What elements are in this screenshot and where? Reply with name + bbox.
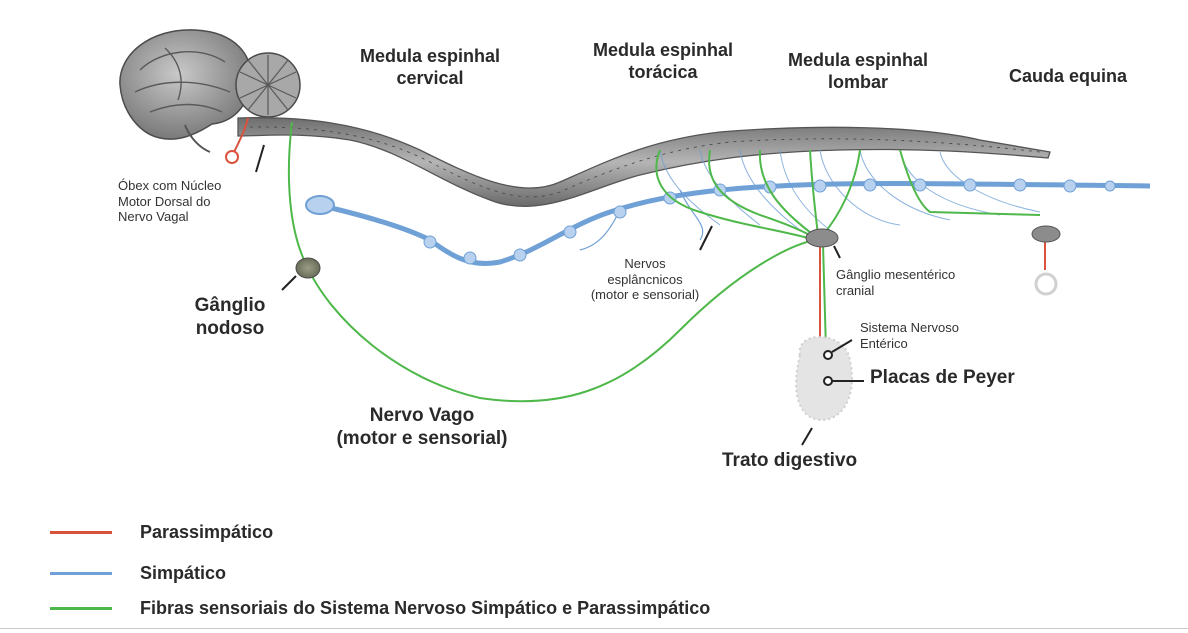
caudal-ganglion [1032, 226, 1060, 242]
label-vagus-nerve: Nervo Vago (motor e sensorial) [312, 405, 532, 451]
label-lumbar: Medula espinhal lombar [758, 50, 958, 93]
obex-nucleus-marker [226, 151, 238, 163]
legend-label: Simpático [140, 563, 226, 584]
spinal-cord [238, 118, 1050, 207]
legend-swatch-sympathetic [50, 572, 112, 575]
peyer-marker [824, 377, 832, 385]
label-splanchnic-nerves: Nervos esplâncnicos (motor e sensorial) [560, 256, 730, 303]
legend-label: Parassimpático [140, 522, 273, 543]
nodose-ganglion [296, 258, 320, 278]
cranial-mesenteric-ganglion [806, 229, 838, 247]
label-thoracic: Medula espinhal torácica [563, 40, 763, 83]
label-obex: Óbex com Núcleo Motor Dorsal do Nervo Va… [118, 178, 288, 225]
label-digestive-tract: Trato digestivo [722, 450, 922, 473]
legend-label: Fibras sensoriais do Sistema Nervoso Sim… [140, 598, 710, 619]
legend-swatch-sensory [50, 607, 112, 610]
label-cranial-mesenteric-ganglion: Gânglio mesentérico cranial [836, 267, 1006, 298]
label-cauda-equina: Cauda equina [968, 66, 1168, 88]
legend-item-sympathetic: Simpático [50, 561, 226, 585]
enteric-marker [824, 351, 832, 359]
legend-item-parasympathetic: Parassimpático [50, 520, 273, 544]
label-peyer-patches: Placas de Peyer [870, 367, 1090, 390]
label-nodose-ganglion: Gânglio nodoso [170, 295, 290, 341]
legend-item-sensory: Fibras sensoriais do Sistema Nervoso Sim… [50, 596, 710, 620]
brain [120, 30, 251, 152]
label-enteric-system: Sistema Nervoso Entérico [860, 320, 1010, 351]
label-cervical: Medula espinhal cervical [330, 46, 530, 89]
bottom-divider [0, 628, 1188, 629]
caudal-target-organ [1036, 274, 1056, 294]
legend-swatch-parasympathetic [50, 531, 112, 534]
cerebellum [236, 53, 300, 117]
